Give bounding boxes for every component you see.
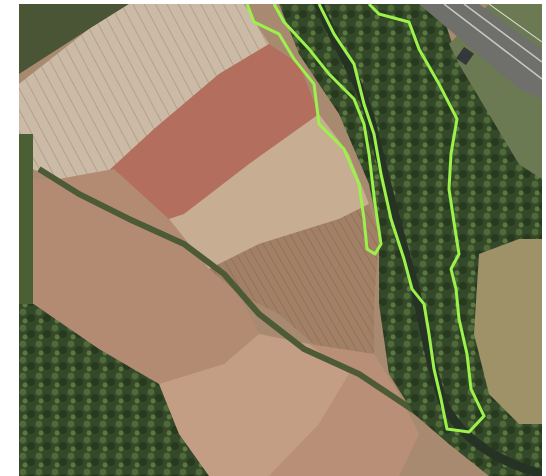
- field-pale-vineyard: [19, 4, 269, 179]
- field-lower-left: [19, 169, 259, 384]
- field-brown-right: [209, 204, 379, 354]
- overlay-region-outline[interactable]: [317, 4, 486, 434]
- field-red: [94, 44, 319, 219]
- forest-bottom-left: [19, 294, 209, 476]
- highway-lane: [443, 4, 542, 80]
- field-lower-right: [269, 344, 419, 476]
- overlay-region-outline[interactable]: [245, 4, 383, 256]
- highway-sign: [456, 46, 474, 66]
- forest-left-edge: [19, 134, 33, 304]
- field-lower-center: [159, 334, 349, 476]
- highway: [419, 4, 542, 99]
- highway-lane: [488, 4, 542, 43]
- highway-lane: [463, 4, 542, 63]
- meadow-right: [474, 239, 542, 424]
- riparian-forest: [279, 4, 542, 476]
- aerial-map[interactable]: [19, 4, 542, 476]
- field-central-pale: [169, 114, 369, 269]
- field-top-left-dark: [19, 4, 129, 74]
